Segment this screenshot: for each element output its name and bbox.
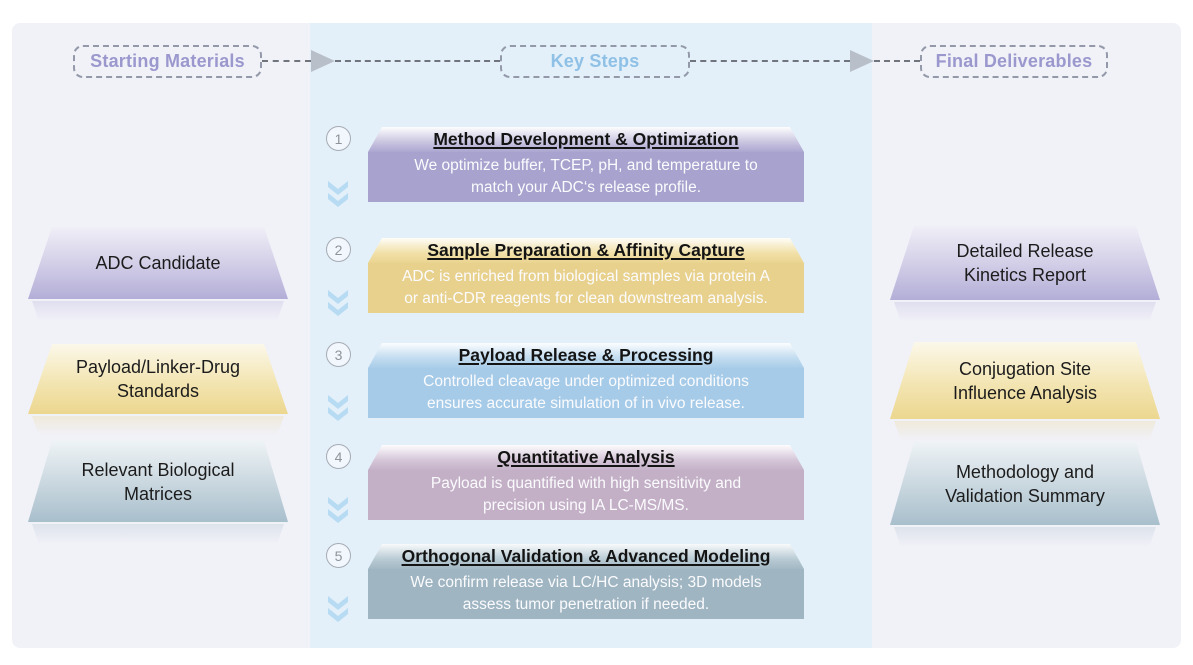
step-title: Payload Release & Processing <box>458 345 714 365</box>
trapezoid-label: Relevant Biological Matrices <box>81 459 235 504</box>
double-chevron-down-icon <box>328 395 348 421</box>
step-number-badge: 2 <box>326 237 351 262</box>
dashed-connector <box>262 60 311 62</box>
flow-arrowhead-right-icon <box>850 50 874 72</box>
step-4-title-platform: Quantitative Analysis <box>368 445 804 470</box>
step-4-description: Payload is quantified with high sensitiv… <box>368 470 804 520</box>
step-number: 1 <box>334 130 343 147</box>
step-number-badge: 3 <box>326 342 351 367</box>
step-number-badge: 4 <box>326 444 351 469</box>
step-title: Quantitative Analysis <box>497 447 675 467</box>
key-steps-header: Key Steps <box>500 45 690 78</box>
dashed-connector <box>874 60 920 62</box>
trapezoid-label: ADC Candidate <box>95 253 221 273</box>
deliverable-conjugation-site-influence-analysis: Conjugation Site Influence Analysis <box>890 342 1160 419</box>
deliverable-detailed-release-kinetics-report: Detailed Release Kinetics Report <box>890 226 1160 300</box>
starting-material-adc-candidate: ADC Candidate <box>28 227 288 299</box>
step-5-title-platform: Orthogonal Validation & Advanced Modelin… <box>368 544 804 569</box>
dashed-connector <box>690 60 850 62</box>
double-chevron-down-icon <box>328 181 348 207</box>
trapezoid-label: Conjugation Site Influence Analysis <box>952 358 1098 403</box>
step-2-description: ADC is enriched from biological samples … <box>368 263 804 313</box>
step-title: Orthogonal Validation & Advanced Modelin… <box>401 546 771 566</box>
trapezoid-label: Methodology and Validation Summary <box>945 461 1105 506</box>
starting-material-payload-linker-drug-standards: Payload/Linker-Drug Standards <box>28 344 288 414</box>
double-chevron-down-icon <box>328 596 348 622</box>
starting-material-relevant-biological-matrices: Relevant Biological Matrices <box>28 441 288 522</box>
step-number: 2 <box>334 241 343 258</box>
trapezoid-label: Detailed Release Kinetics Report <box>956 241 1094 285</box>
step-number: 4 <box>334 448 343 465</box>
starting-materials-label: Starting Materials <box>90 51 245 71</box>
starting-materials-header: Starting Materials <box>73 45 262 78</box>
flow-arrowhead-right-icon <box>311 50 335 72</box>
double-chevron-down-icon <box>328 497 348 523</box>
deliverable-methodology-and-validation-summary: Methodology and Validation Summary <box>890 442 1160 525</box>
step-number-badge: 5 <box>326 543 351 568</box>
step-body-text: Controlled cleavage under optimized cond… <box>423 373 749 412</box>
step-1-title-platform: Method Development & Optimization <box>368 127 804 152</box>
step-body-text: We confirm release via LC/HC analysis; 3… <box>410 574 762 613</box>
step-number: 5 <box>334 547 343 564</box>
step-title: Method Development & Optimization <box>433 129 739 149</box>
step-5-description: We confirm release via LC/HC analysis; 3… <box>368 569 804 619</box>
final-deliverables-label: Final Deliverables <box>935 51 1093 71</box>
step-number-badge: 1 <box>326 126 351 151</box>
final-deliverables-header: Final Deliverables <box>920 45 1108 78</box>
key-steps-label: Key Steps <box>550 51 640 71</box>
step-1-description: We optimize buffer, TCEP, pH, and temper… <box>368 152 804 202</box>
step-body-text: ADC is enriched from biological samples … <box>402 268 770 307</box>
step-title: Sample Preparation & Affinity Capture <box>427 240 745 260</box>
step-body-text: Payload is quantified with high sensitiv… <box>430 475 742 514</box>
step-3-description: Controlled cleavage under optimized cond… <box>368 368 804 418</box>
trapezoid-label: Payload/Linker-Drug Standards <box>75 357 241 401</box>
step-number: 3 <box>334 346 343 363</box>
double-chevron-down-icon <box>328 290 348 316</box>
step-3-title-platform: Payload Release & Processing <box>368 343 804 368</box>
step-body-text: We optimize buffer, TCEP, pH, and temper… <box>414 157 758 196</box>
dashed-connector <box>335 60 500 62</box>
step-2-title-platform: Sample Preparation & Affinity Capture <box>368 238 804 263</box>
